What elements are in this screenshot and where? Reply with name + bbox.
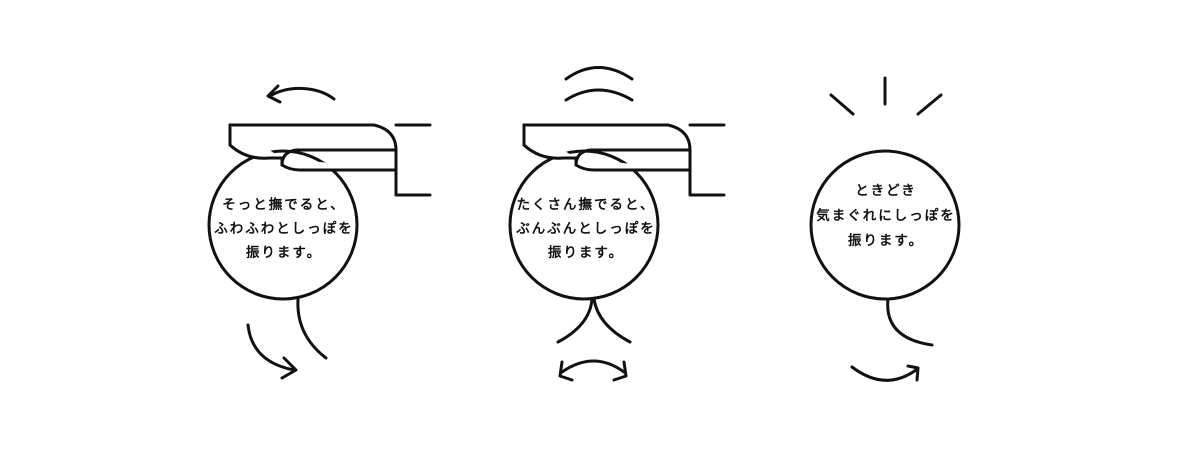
panel-caption: そっと撫でると、 ふわふわとしっぽを 振ります。 [214,196,354,261]
caption-line-2: ふわふわとしっぽを [214,220,354,237]
caption-line-3: 振ります。 [548,244,624,261]
caption-line-1: たくさん撫でると、 [517,196,656,213]
caption-line-2: 気まぐれにしっぽを [816,207,956,224]
caption-line-1: ときどき [855,183,917,199]
hand-icon [522,123,726,197]
body-circle [207,149,359,301]
panel-stroke-a-lot: たくさん撫でると、 ぶんぶんとしっぽを 振ります。 [508,66,726,382]
tail-icon [886,297,934,347]
tail-swing-arrow-icon [246,323,298,380]
body-circle [809,149,961,301]
panel-random: ときどき 気まぐれにしっぽを 振ります。 [809,76,961,382]
tail-icon [296,297,328,360]
vibration-arcs-icon [564,66,634,102]
tail-icon [556,297,632,344]
panel-caption: たくさん撫でると、 ぶんぶんとしっぽを 振ります。 [515,196,656,261]
tail-swing-arrow-icon [850,364,920,382]
caption-line-1: そっと撫でると、 [222,196,345,213]
rotate-arrow-icon [266,84,336,104]
panel-caption: ときどき 気まぐれにしっぽを 振ります。 [816,183,956,249]
double-arrow-icon [558,359,628,382]
panel-stroke-gently: そっと撫でると、 ふわふわとしっぽを 振ります。 [207,84,432,380]
hand-icon [228,123,432,197]
caption-line-3: 振ります。 [246,244,322,261]
caption-line-3: 振ります。 [848,232,924,249]
caption-line-2: ぶんぶんとしっぽを [515,220,656,237]
sparkle-rays-icon [829,76,943,116]
